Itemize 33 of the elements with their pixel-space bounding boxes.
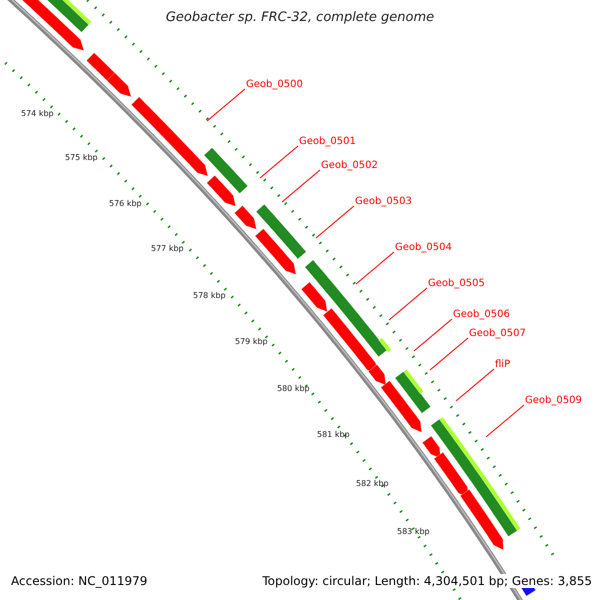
scale-tick-label: 583 kbp xyxy=(397,528,430,536)
diagram-title: Geobacter sp. FRC-32, complete genome xyxy=(164,11,436,24)
gene-label: Geob_0504 xyxy=(395,243,452,253)
scale-tick-label: 574 kbp xyxy=(21,110,54,118)
scale-tick-label: 580 kbp xyxy=(277,385,310,393)
leader-line xyxy=(356,252,394,284)
gene-label: Geob_0506 xyxy=(453,310,510,320)
leader-line xyxy=(206,88,246,122)
gene-label: Geob_0509 xyxy=(525,396,582,406)
leader-line xyxy=(430,338,468,370)
leader-line xyxy=(486,404,524,438)
scale-tick-label: 577 kbp xyxy=(151,245,184,253)
gene-label: Geob_0505 xyxy=(428,279,485,289)
gene-label: Geob_0500 xyxy=(246,80,303,90)
scale-tick-label: 578 kbp xyxy=(193,292,226,300)
gene-label: Geob_0503 xyxy=(355,197,412,207)
scale-tick-label: 581 kbp xyxy=(317,431,350,439)
leader-line xyxy=(282,170,320,202)
gene-label: Geob_0501 xyxy=(299,137,356,147)
genome-info-text: Topology: circular; Length: 4,304,501 bp; Genes: 3,855 xyxy=(260,574,594,588)
scale-tick-label: 575 kbp xyxy=(65,154,98,162)
leader-line xyxy=(456,368,494,402)
gene-label: fliP xyxy=(495,360,510,370)
leader-line xyxy=(260,146,298,178)
leader-line xyxy=(316,206,354,238)
scale-tick-label: 579 kbp xyxy=(235,338,268,346)
scale-tick-label: 582 kbp xyxy=(356,480,389,488)
leader-line xyxy=(388,288,428,320)
gene-label: Geob_0502 xyxy=(321,161,378,171)
genome-info-text: Accession: NC_011979 xyxy=(9,574,150,588)
scale-tick-label: 576 kbp xyxy=(109,200,142,208)
gene-label: Geob_0507 xyxy=(469,329,526,339)
leader-line xyxy=(414,318,452,352)
